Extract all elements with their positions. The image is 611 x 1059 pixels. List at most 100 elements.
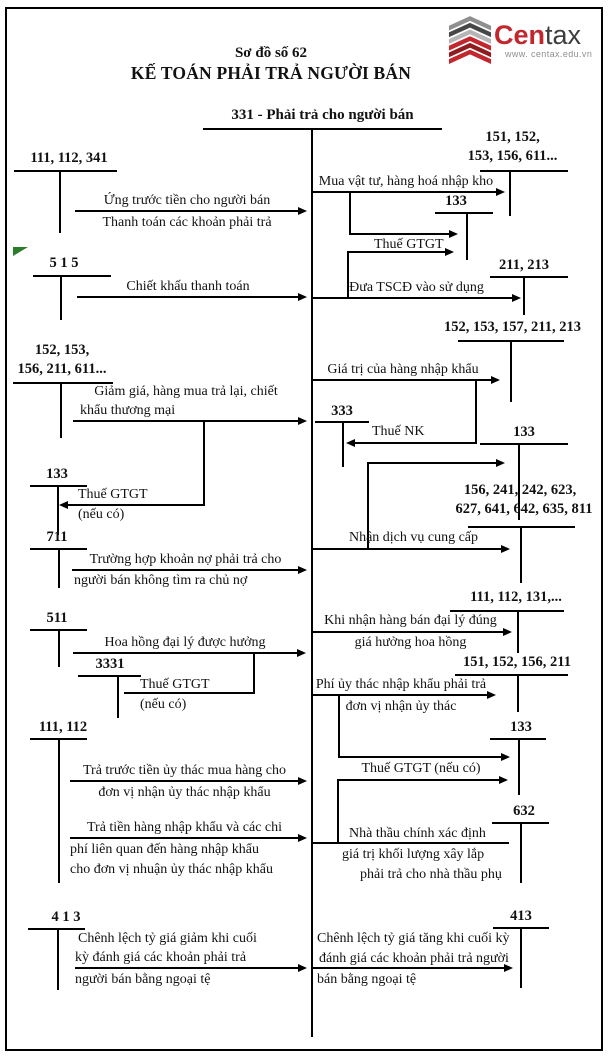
account-label-111-112-341: 111, 112, 341 [30,150,108,166]
flow-label-fx-up-3: bán bằng ngoại tệ [317,972,417,987]
flow-arrow-line [70,837,299,839]
account-label-133-right3: 133 [510,719,532,735]
tee-stub [466,212,468,260]
tee-line [78,675,141,677]
account-label-151-152: 151, 152, [485,129,540,145]
account-label-333: 333 [331,403,353,419]
tee-stub [517,610,519,653]
account-label-511: 511 [46,610,68,626]
flow-arrow-line [75,210,299,212]
flow-label-import-pay-3: cho đơn vị nhuận ủy thác nhập khẩu [70,862,273,877]
tee-stub [520,927,522,988]
flow-label-import-pay-1: Trả tiền hàng nhập khẩu và các chi [86,820,283,835]
tee-line [480,443,568,445]
flow-label-no-creditor-1: Trường hợp khoản nợ phải trả cho [89,552,282,567]
branch-line [475,379,477,444]
arrowhead-right-icon [449,230,458,238]
flow-label-fx-down-1: Chênh lệch tỷ giá giảm khi cuối [78,931,257,946]
flow-label-vat-3331-note: (nếu có) [140,697,187,712]
tee-line [435,212,493,214]
branch-line [338,694,340,758]
branch-line [347,251,349,298]
tee-stub [58,738,60,883]
page-title: KẾ TOÁN PHẢI TRẢ NGƯỜI BÁN [130,63,412,83]
arrowhead-right-icon [445,248,454,256]
flow-arrow-line [313,191,497,193]
tee-stub [60,275,62,320]
arrowhead-right-icon [503,628,512,636]
tee-line [490,276,568,278]
flow-arrow-line [68,504,205,506]
logo-text-cen: Cen [494,20,546,50]
branch-line [338,756,502,758]
arrowhead-right-icon [491,376,500,384]
arrowhead-right-icon [501,753,510,761]
branch-line [367,462,369,550]
flow-label-fx-up-2: đánh giá các khoản phải trả người [319,951,509,966]
logo-wordmark: Centax [494,21,581,49]
tee-stub [342,421,344,467]
flow-label-entrust-advance-2: đơn vị nhận ủy thác nhập khẩu [98,785,271,800]
flow-label-service: Nhận dịch vụ cung cấp [348,530,479,545]
arrowhead-right-icon [298,566,307,574]
branch-line [337,779,500,781]
arrowhead-right-icon [501,545,510,553]
arrowhead-right-icon [499,776,508,784]
flow-label-vat-133: Thuế GTGT [78,487,148,502]
branch-line [253,652,255,694]
flow-label-contractor-1: Nhà thầu chính xác định [349,826,486,841]
flow-label-entrust-advance-1: Trả trước tiền ủy thác mua hàng cho [82,763,287,778]
account-331-top-line [203,128,442,130]
flow-label-import-value: Giá trị của hàng nhập khẩu [327,362,479,377]
flow-label-fixed-asset: Đưa TSCĐ vào sử dụng [349,280,484,295]
flow-label-reduction-2: khẩu thương mại [80,403,176,418]
arrowhead-left-icon [59,501,68,509]
flow-label-entrust-fee-1: Phí ủy thác nhập khẩu phải trả [315,677,487,692]
flow-label-advance-2: Thanh toán các khoản phải trả [102,215,272,230]
account-label-111-112-131: 111, 112, 131,... [470,589,562,605]
flow-arrow-line [313,842,509,844]
tee-stub [523,276,525,315]
account-label-632: 632 [513,803,535,819]
tee-line [33,275,111,277]
flow-arrow-line [73,420,299,422]
flow-label-no-creditor-2: người bán không tìm ra chủ nợ [74,573,248,588]
tee-stub [520,822,522,883]
arrowhead-right-icon [298,834,307,842]
account-label-211-213: 211, 213 [499,257,549,273]
flow-arrow-line [313,379,492,381]
tee-stub [57,928,59,990]
tee-stub [117,675,119,718]
arrowhead-left-icon [346,439,355,447]
account-label-515: 5 1 5 [49,255,79,271]
flow-label-contractor-2: giá trị khối lượng xây lắp [342,847,485,862]
flow-label-vat-entrust: Thuế GTGT (nếu có) [361,761,481,776]
flow-label-vat-right: Thuế GTGT [374,237,444,252]
arrowhead-right-icon [496,459,505,467]
account-label-153-156-611: 153, 156, 611... [467,148,558,164]
flow-arrow-line [313,967,505,969]
flow-label-contractor-3: phải trả cho nhà thầu phụ [360,867,502,882]
account-label-111-112: 111, 112 [38,719,88,735]
tee-line [450,610,564,612]
account-label-133-right1: 133 [445,193,467,209]
tee-stub [510,340,512,402]
arrowhead-right-icon [487,691,496,699]
flow-arrow-line [75,967,299,969]
tee-stub [58,629,60,667]
diagram-border [5,7,603,1051]
tee-stub [60,382,62,438]
tee-line [455,674,568,676]
tee-stub [520,526,522,583]
flow-label-entrust-fee-2: đơn vị nhận ủy thác [345,699,457,714]
flow-label-import-tax: Thuế NK [372,424,425,439]
flow-label-vat-133-note: (nếu có) [78,507,125,522]
arrowhead-right-icon [298,207,307,215]
account-label-152-153-157-211-213: 152, 153, 157, 211, 213 [444,319,581,335]
scheme-number: Sơ đồ số 62 [234,45,308,61]
account-label-627-641-642-635-811: 627, 641, 642, 635, 811 [455,501,593,517]
flow-arrow-line [72,569,299,571]
tee-stub [57,485,59,535]
arrowhead-right-icon [298,293,307,301]
